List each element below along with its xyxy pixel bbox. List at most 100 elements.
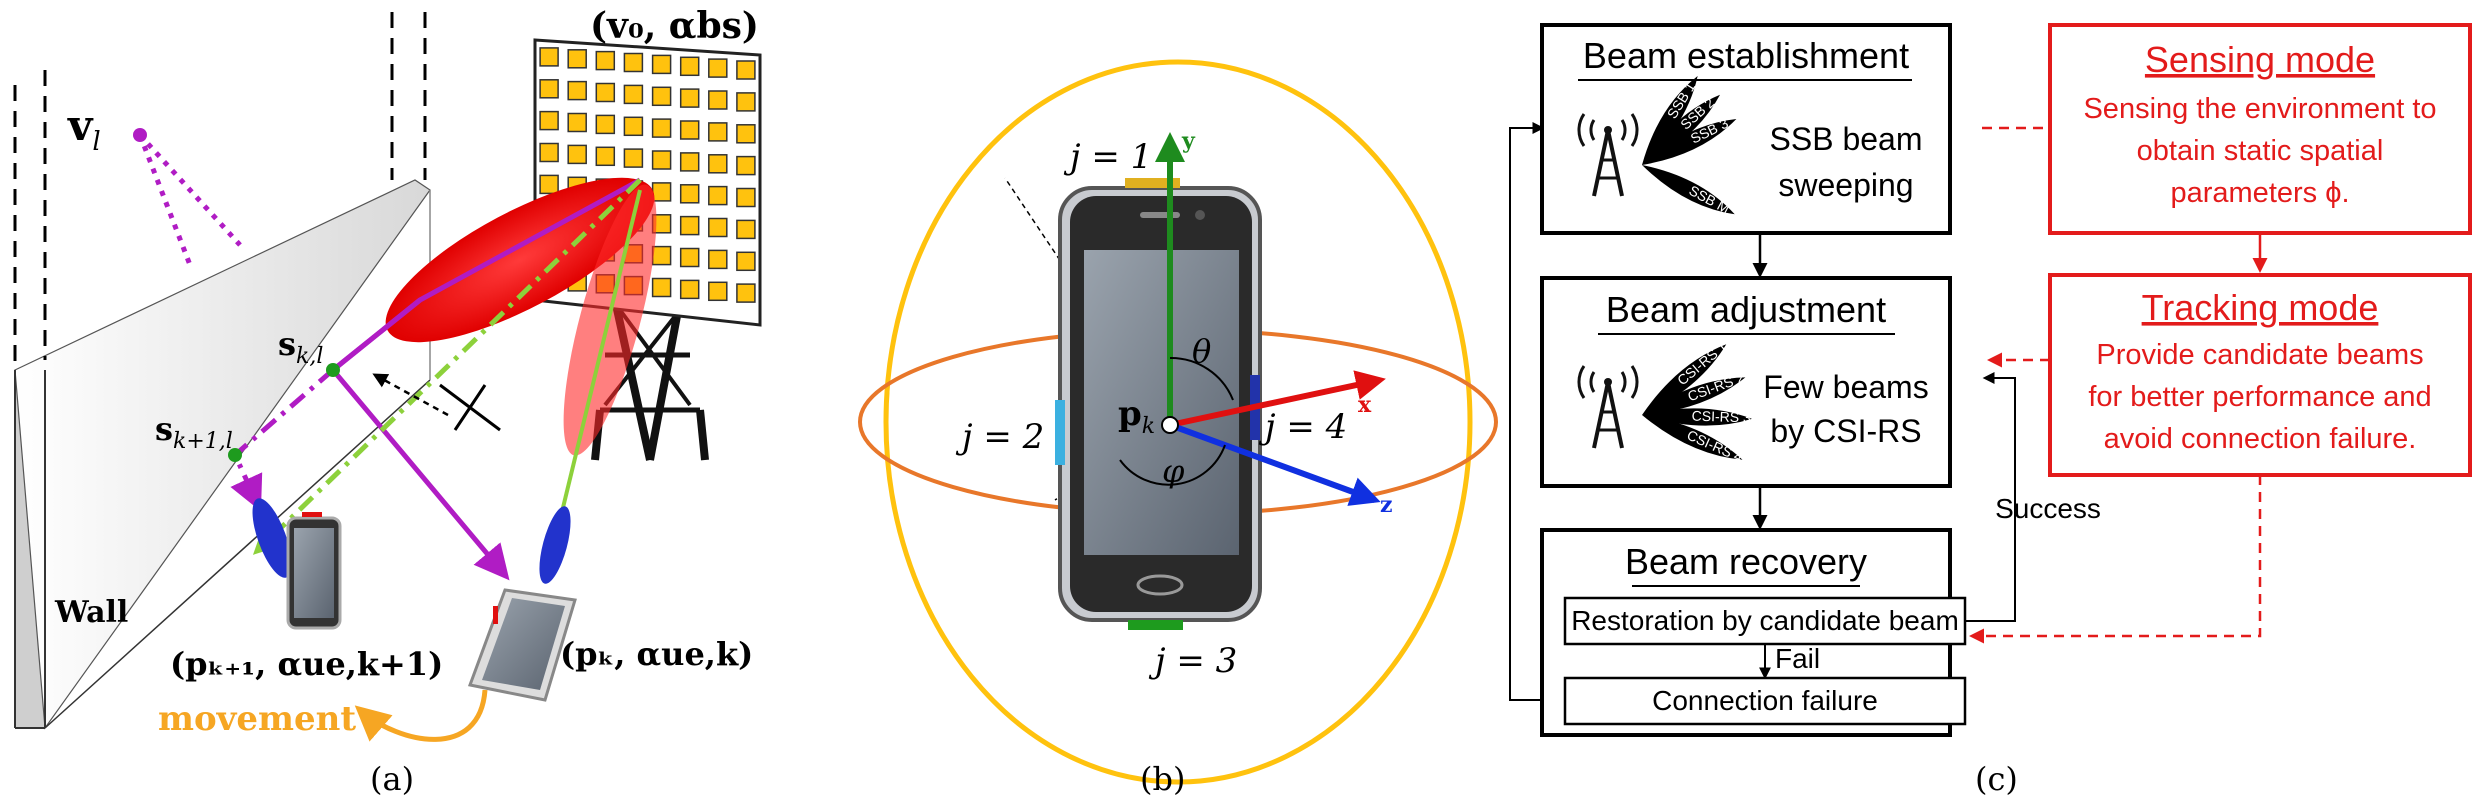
tower-icon <box>1577 365 1639 449</box>
caption-b: (b) <box>1140 760 1185 798</box>
ue-phone-k1 <box>252 498 342 630</box>
csi-desc-line2: by CSI-RS <box>1770 413 1921 449</box>
axis-x <box>1169 370 1386 428</box>
movement-arrow <box>354 689 488 742</box>
axis-z <box>1168 422 1381 506</box>
antenna-element <box>736 251 756 272</box>
beam-lobe <box>1642 75 1698 165</box>
antenna-element <box>623 148 644 168</box>
sensing-line1: Sensing the environment to <box>2083 93 2436 125</box>
box-beam-recovery: Beam recovery Restoration by candidate b… <box>1540 528 1967 737</box>
axis-z-label: z <box>1380 492 1393 518</box>
antenna-element <box>736 187 756 208</box>
beam-lobe <box>1642 377 1746 415</box>
box-tracking-mode: Tracking mode Provide candidate beams fo… <box>2048 273 2472 477</box>
antenna-element <box>708 281 728 302</box>
antenna-element <box>539 110 559 131</box>
antenna-element <box>595 146 616 167</box>
loop-back-line <box>1509 122 1565 701</box>
tracking-line3: avoid connection failure. <box>2104 423 2417 455</box>
wall-label: Wall <box>54 595 128 630</box>
antenna-element <box>595 50 616 71</box>
success-arrow <box>1965 372 2016 622</box>
antenna-element <box>539 174 559 195</box>
antenna-element <box>708 90 728 110</box>
s-k1-l-sub: k+1,l <box>173 429 233 454</box>
ue-phone-k <box>467 506 577 702</box>
wall <box>14 179 431 730</box>
antenna-element <box>623 52 644 73</box>
ue-k1-label: (pₖ₊₁, αue,k+1) <box>170 645 443 683</box>
antenna-element <box>651 118 672 138</box>
j1-label: j = 1 <box>1063 137 1152 177</box>
antenna-element <box>708 185 728 206</box>
beam-recovery-title: Beam recovery <box>1625 541 1867 582</box>
antenna-element <box>651 86 672 107</box>
antenna-element <box>651 182 672 202</box>
antenna-element <box>708 217 728 238</box>
antenna-element <box>736 283 756 303</box>
antenna-element <box>539 47 559 67</box>
success-label: Success <box>1995 493 2101 524</box>
tower-icon <box>1577 113 1639 197</box>
box-sensing-mode: Sensing mode Sensing the environment to … <box>2048 23 2472 235</box>
antenna-element <box>736 60 756 80</box>
beam-lobe <box>1642 415 1743 460</box>
connection-failure-text: Connection failure <box>1652 685 1878 716</box>
tracking-line1: Provide candidate beams <box>2096 339 2423 371</box>
sensing-line2: obtain static spatial <box>2137 135 2384 167</box>
panel-b: y x z θ φ pk j = 1 j = 2 j = 3 j = 4 (b) <box>858 59 1498 798</box>
s-k1-l-label: s <box>155 410 173 448</box>
svg-text:pk: pk <box>1118 394 1155 439</box>
antenna-element <box>679 247 700 268</box>
movement-label: movement <box>158 699 356 739</box>
wall-dashed-edges <box>13 12 427 370</box>
beam-lobe <box>1642 344 1727 415</box>
antenna-element <box>539 142 559 163</box>
propagation-paths <box>228 177 642 581</box>
antenna-element <box>679 88 700 108</box>
antenna-element <box>567 80 587 101</box>
antenna-element <box>623 116 644 137</box>
scatter-point-vl <box>133 128 242 266</box>
csi-desc-line1: Few beams <box>1763 369 1928 405</box>
beam-adjustment-title: Beam adjustment <box>1606 289 1886 330</box>
axis-x-label: x <box>1358 392 1372 418</box>
antenna-element <box>567 112 587 133</box>
bs-beam-main <box>385 177 655 343</box>
svg-text:vl: vl <box>67 101 101 157</box>
s-k-l-label: s <box>278 325 296 363</box>
restoration-text: Restoration by candidate beam <box>1571 605 1959 636</box>
antenna-element <box>679 120 700 140</box>
j3-label: j = 3 <box>1148 641 1237 681</box>
antenna-element <box>651 54 672 75</box>
antenna-element <box>708 154 728 174</box>
antenna-element <box>679 215 700 236</box>
antenna-element <box>708 122 728 142</box>
ue-phone-model <box>1055 178 1262 630</box>
antenna-element <box>651 277 672 298</box>
connection-failure-box <box>1563 676 1967 726</box>
antenna-element <box>651 150 672 170</box>
beam-lobe-label: CSI-RS 3 <box>1691 407 1751 425</box>
j2-label: j = 2 <box>955 417 1044 457</box>
j4-label: j = 4 <box>1258 407 1347 447</box>
caption-a: (a) <box>370 760 414 798</box>
antenna-element <box>708 249 728 270</box>
ue-k-label: (pₖ, αue,k) <box>560 635 753 673</box>
phi-label: φ <box>1162 452 1185 490</box>
antenna-element <box>736 155 756 176</box>
pk-sub: k <box>1142 414 1155 439</box>
beam-lobe <box>1642 94 1721 165</box>
antenna-element <box>679 279 700 300</box>
antenna-element <box>651 245 672 266</box>
antenna-element <box>595 82 616 103</box>
antenna-element <box>736 219 756 240</box>
antenna-element <box>595 114 616 135</box>
ssb-desc-line2: sweeping <box>1778 167 1913 203</box>
beam-lobe <box>1642 165 1735 215</box>
antenna-element <box>567 49 587 69</box>
antenna-element <box>708 58 728 78</box>
